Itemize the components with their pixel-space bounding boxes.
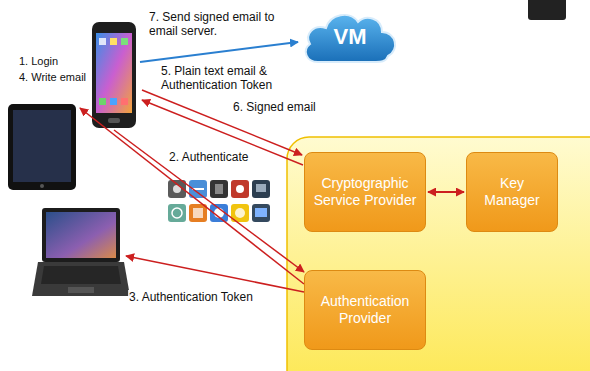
service-box: Cryptographic Service Provider — [304, 152, 426, 232]
step-label: 5. Plain text email & Authentication Tok… — [160, 64, 290, 92]
device-edge — [528, 0, 566, 20]
service-box: Authentication Provider — [304, 270, 426, 350]
flow-arrow — [126, 256, 304, 292]
service-box: Key Manager — [466, 152, 558, 232]
tablet-icon — [8, 104, 76, 190]
step-label: 6. Signed email — [232, 100, 317, 114]
step-label: 2. Authenticate — [168, 150, 249, 164]
box-label: Authentication Provider — [309, 293, 421, 327]
authentication-icons — [168, 180, 270, 222]
server-label: VM — [334, 24, 367, 50]
step-label: 3. Authentication Token — [128, 290, 254, 304]
flow-arrow — [80, 108, 304, 284]
step-label: 1. Login — [18, 54, 59, 68]
service-region — [287, 137, 590, 371]
step-label: 7. Send signed email to email server. — [148, 10, 285, 38]
connector-arrow — [428, 191, 464, 193]
send-arrow — [140, 42, 298, 62]
box-label: Cryptographic Service Provider — [309, 175, 421, 209]
flow-arrow — [114, 130, 304, 272]
cloud-node: VM — [300, 6, 400, 68]
laptop-icon — [32, 208, 130, 296]
box-label: Key Manager — [471, 175, 553, 209]
phone-icon — [92, 22, 136, 128]
step-label: 4. Write email — [18, 70, 87, 84]
